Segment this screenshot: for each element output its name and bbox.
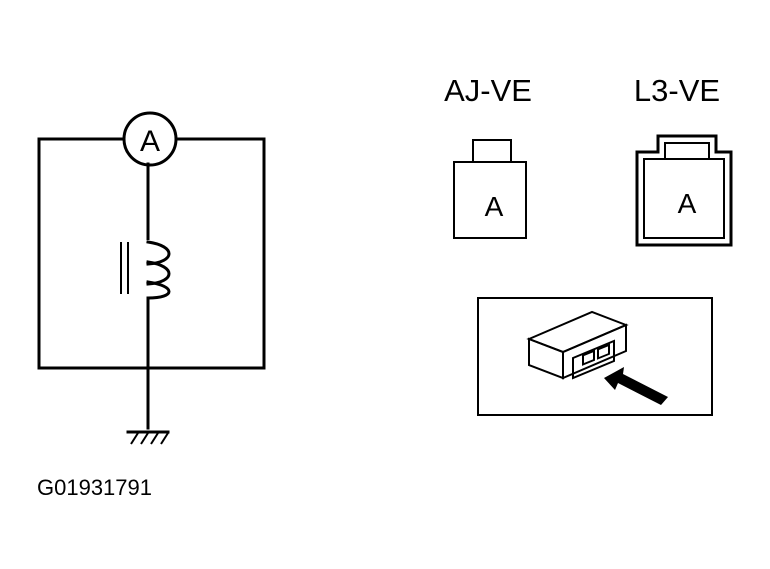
connector-aj-ve: AJ-VE A (444, 73, 532, 239)
connector-pin-label: A (678, 188, 697, 219)
figure-code: G01931791 (37, 475, 152, 500)
connector-l3-ve: L3-VE A (634, 73, 733, 247)
location-arrow-icon (604, 367, 668, 405)
module-illustration (526, 310, 629, 380)
connector-body (453, 161, 527, 239)
detail-frame (477, 297, 713, 416)
connector-pin-label: A (485, 191, 504, 222)
connector-housing-outer (635, 134, 733, 247)
connector-name: L3-VE (634, 73, 720, 108)
connector-name: AJ-VE (444, 73, 532, 108)
ammeter-circuit: A G01931791 (37, 111, 266, 500)
ammeter-label: A (140, 125, 160, 158)
ground-symbol (126, 430, 170, 445)
connector-latch (472, 139, 512, 163)
ammeter-symbol (122, 111, 178, 167)
connector-housing-inner (643, 142, 725, 239)
component-location-detail (477, 297, 713, 416)
coil-symbol (120, 240, 171, 300)
